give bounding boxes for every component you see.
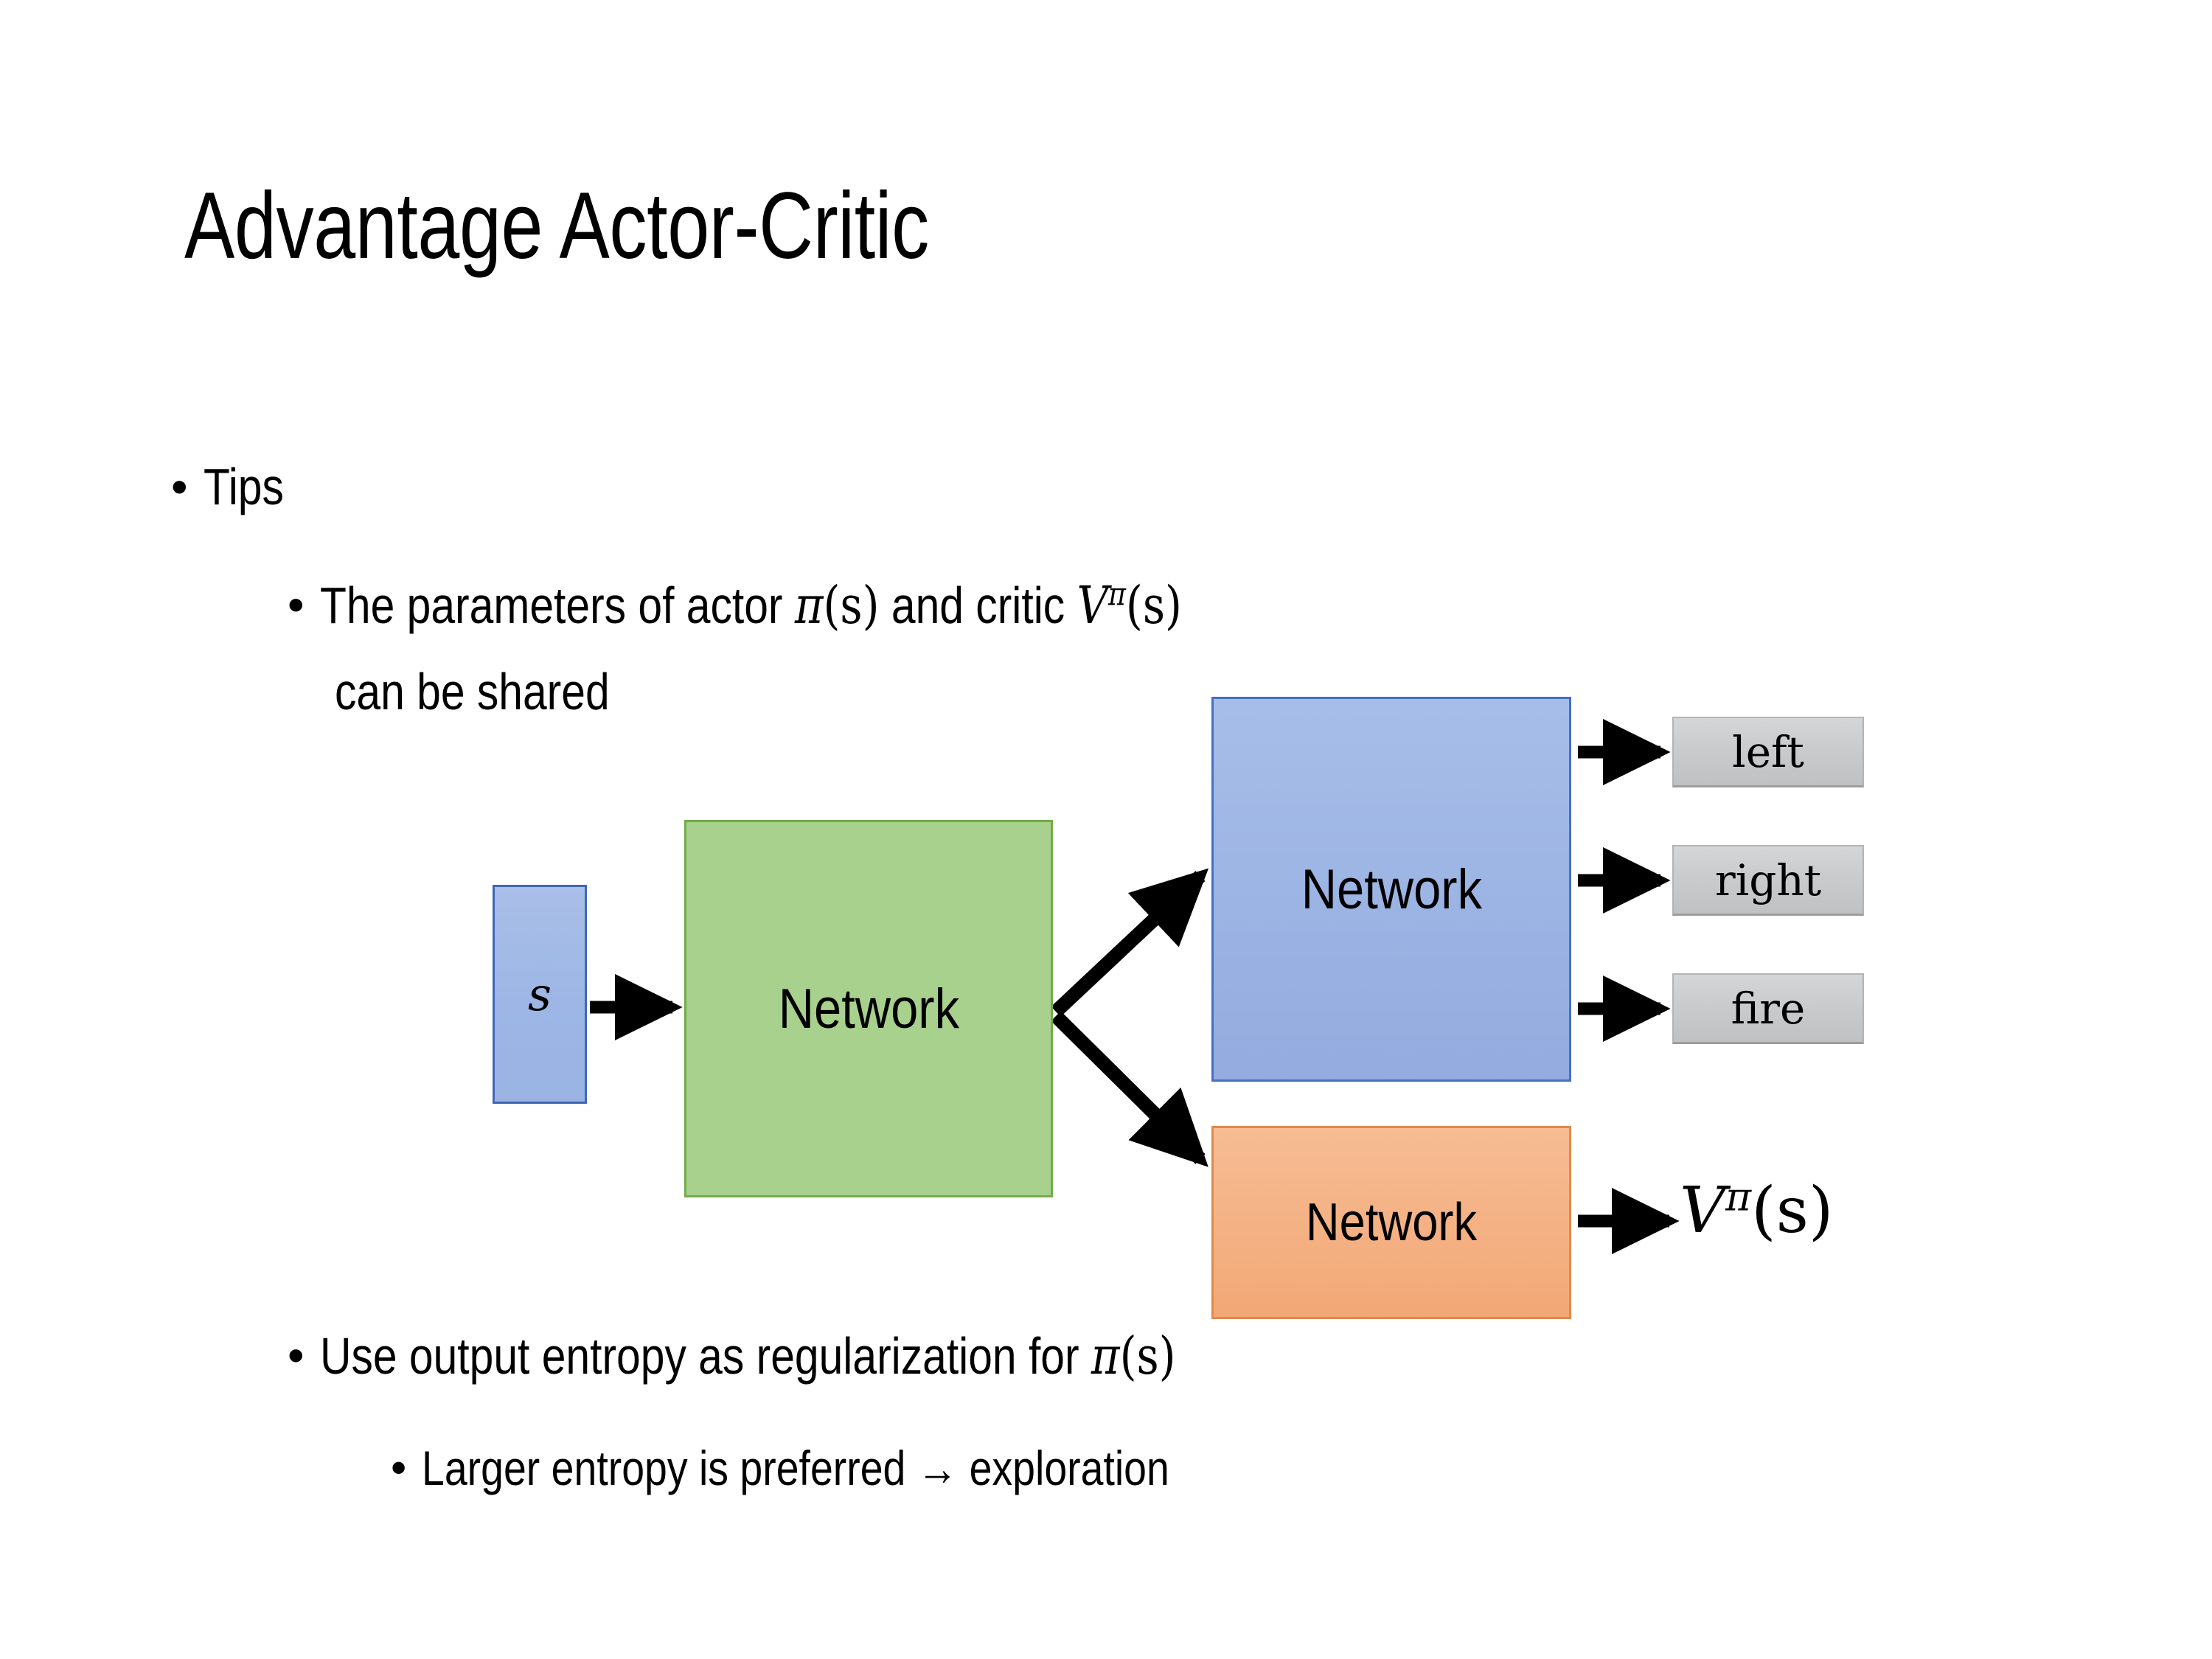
bullet-marker-icon: • xyxy=(391,1442,407,1493)
math-v-args: (s) xyxy=(1126,575,1183,636)
bullet-tips-label: Tips xyxy=(204,458,285,515)
bullet-shared-parameters-line1: The parameters of actor π(s) and critic … xyxy=(320,575,1182,636)
params-text-part1: The parameters of actor xyxy=(320,577,796,634)
math-pi-base: π xyxy=(795,575,824,636)
math-pi-args: (s) xyxy=(823,575,880,636)
critic-network-label: Network xyxy=(1305,1193,1478,1252)
value-output-superscript-pi: π xyxy=(1725,1174,1752,1220)
value-function-output: Vπ(s) xyxy=(1680,1174,1833,1248)
bullet-larger-entropy: • Larger entropy is preferred → explorat… xyxy=(391,1440,1312,1496)
action-output-fire: fire xyxy=(1672,973,1864,1044)
math-pi-of-s: π(s) xyxy=(795,575,880,636)
bullet-shared-parameters-line2: can be shared xyxy=(335,663,610,720)
params-text-part2: and critic xyxy=(879,577,1077,634)
action-output-right: right xyxy=(1672,845,1864,916)
bullet-entropy-text: Use output entropy as regularization for… xyxy=(320,1326,1176,1386)
math-v-superscript-pi: π xyxy=(1108,576,1127,613)
math-pi-args: (s) xyxy=(1120,1326,1177,1386)
bullet-shared-parameters: • The parameters of actor π(s) and criti… xyxy=(288,575,1346,720)
bullet-entropy-regularization: • Use output entropy as regularization f… xyxy=(288,1326,1339,1386)
value-output-args: (s) xyxy=(1751,1174,1834,1248)
action-output-fire-label: fire xyxy=(1731,983,1806,1034)
bullet-marker-icon: • xyxy=(288,1328,305,1382)
state-input-box: s xyxy=(493,885,587,1104)
bullet-marker-icon: • xyxy=(171,459,188,513)
shared-network-box: Network xyxy=(684,820,1053,1197)
bullet-marker-icon: • xyxy=(288,577,305,631)
math-pi-base: π xyxy=(1091,1326,1121,1386)
arrow-shared-to-critic xyxy=(1051,1011,1208,1167)
math-v-pi-of-s: Vπ(s) xyxy=(1077,575,1182,636)
actor-network-label: Network xyxy=(1301,858,1482,921)
action-output-left: left xyxy=(1672,717,1864,787)
actor-network-box: Network xyxy=(1211,697,1571,1082)
state-input-label: s xyxy=(528,967,552,1021)
arrow-shared-to-actor xyxy=(1051,868,1209,1017)
action-output-right-label: right xyxy=(1714,855,1822,905)
page-title: Advantage Actor-Critic xyxy=(184,173,929,279)
math-v-base: V xyxy=(1077,575,1109,636)
entropy-text-part1: Use output entropy as regularization for xyxy=(320,1327,1092,1385)
critic-network-box: Network xyxy=(1211,1126,1571,1319)
action-output-left-label: left xyxy=(1732,726,1804,777)
shared-network-label: Network xyxy=(778,977,959,1040)
value-output-base: V xyxy=(1680,1174,1726,1248)
math-pi-of-s: π(s) xyxy=(1091,1326,1176,1386)
bullet-tips: • Tips xyxy=(171,457,299,516)
bullet-larger-entropy-label: Larger entropy is preferred → exploratio… xyxy=(421,1441,1169,1495)
